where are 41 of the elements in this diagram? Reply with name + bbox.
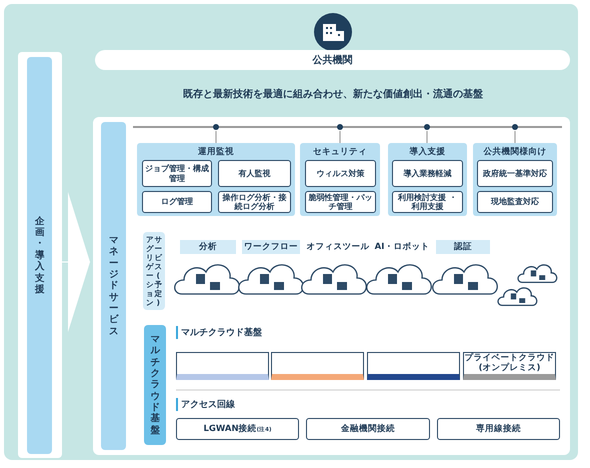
connection-box: 専用線接続 xyxy=(437,418,560,440)
service-tag: AI・ロボット xyxy=(372,240,432,254)
process-bar xyxy=(27,57,52,454)
category-panel xyxy=(300,143,380,216)
cloud-box xyxy=(271,352,364,380)
category-heading: 運用監視 xyxy=(197,146,235,158)
service-box: ログ管理 xyxy=(142,191,212,213)
timeline-bar xyxy=(133,123,562,131)
connector-line xyxy=(514,130,516,144)
section-heading: マルチクラウド基盤 xyxy=(176,326,262,339)
cloud-box xyxy=(367,352,460,380)
connector-line xyxy=(426,130,428,144)
service-tag: 認証 xyxy=(436,240,490,254)
cloud-box: プライベートクラウド (オンプレミス) xyxy=(463,352,556,380)
service-box: 脆弱性管理・パッチ管理 xyxy=(305,191,376,213)
section-heading: アクセス回線 xyxy=(176,398,235,411)
service-tag: オフィスツール xyxy=(304,240,372,254)
heading-text: マネージドサービス xyxy=(108,234,118,338)
category-panel xyxy=(473,143,557,216)
cloud-box xyxy=(176,352,269,380)
service-box: ウィルス対策 xyxy=(305,160,376,187)
title-bar: 公共機関 xyxy=(95,50,570,70)
service-panel xyxy=(93,117,570,455)
category-heading: セキュリティ xyxy=(312,146,368,158)
category-panel xyxy=(137,143,295,216)
service-box: 導入業務軽減 xyxy=(392,160,463,187)
service-box: 有人監視 xyxy=(218,160,291,187)
category-heading: 導入支援 xyxy=(408,146,446,158)
connection-box: 金融機関接続 xyxy=(306,418,430,440)
heading-text: 企画・導入支援 xyxy=(34,216,44,296)
service-box: ジョブ管理・構成管理 xyxy=(142,160,212,187)
service-box: 操作ログ分析・接続ログ分析 xyxy=(218,191,291,213)
heading-text: マルチクラウド基盤 xyxy=(150,334,160,436)
subtitle-text: 既存と最新技術を最適に組み合わせ、新たな価値創出・流通の基盤 xyxy=(183,87,483,101)
category-heading: 公共機関様向け xyxy=(482,146,548,158)
service-box: 政府統一基準対応 xyxy=(477,160,553,187)
service-box: 利用検討支援 ・利用支援 xyxy=(392,191,463,213)
service-box: 現地監査対応 xyxy=(477,191,553,213)
service-tag: ワークフロー xyxy=(242,240,300,254)
category-panel xyxy=(388,143,467,216)
service-tag: 分析 xyxy=(180,240,236,254)
